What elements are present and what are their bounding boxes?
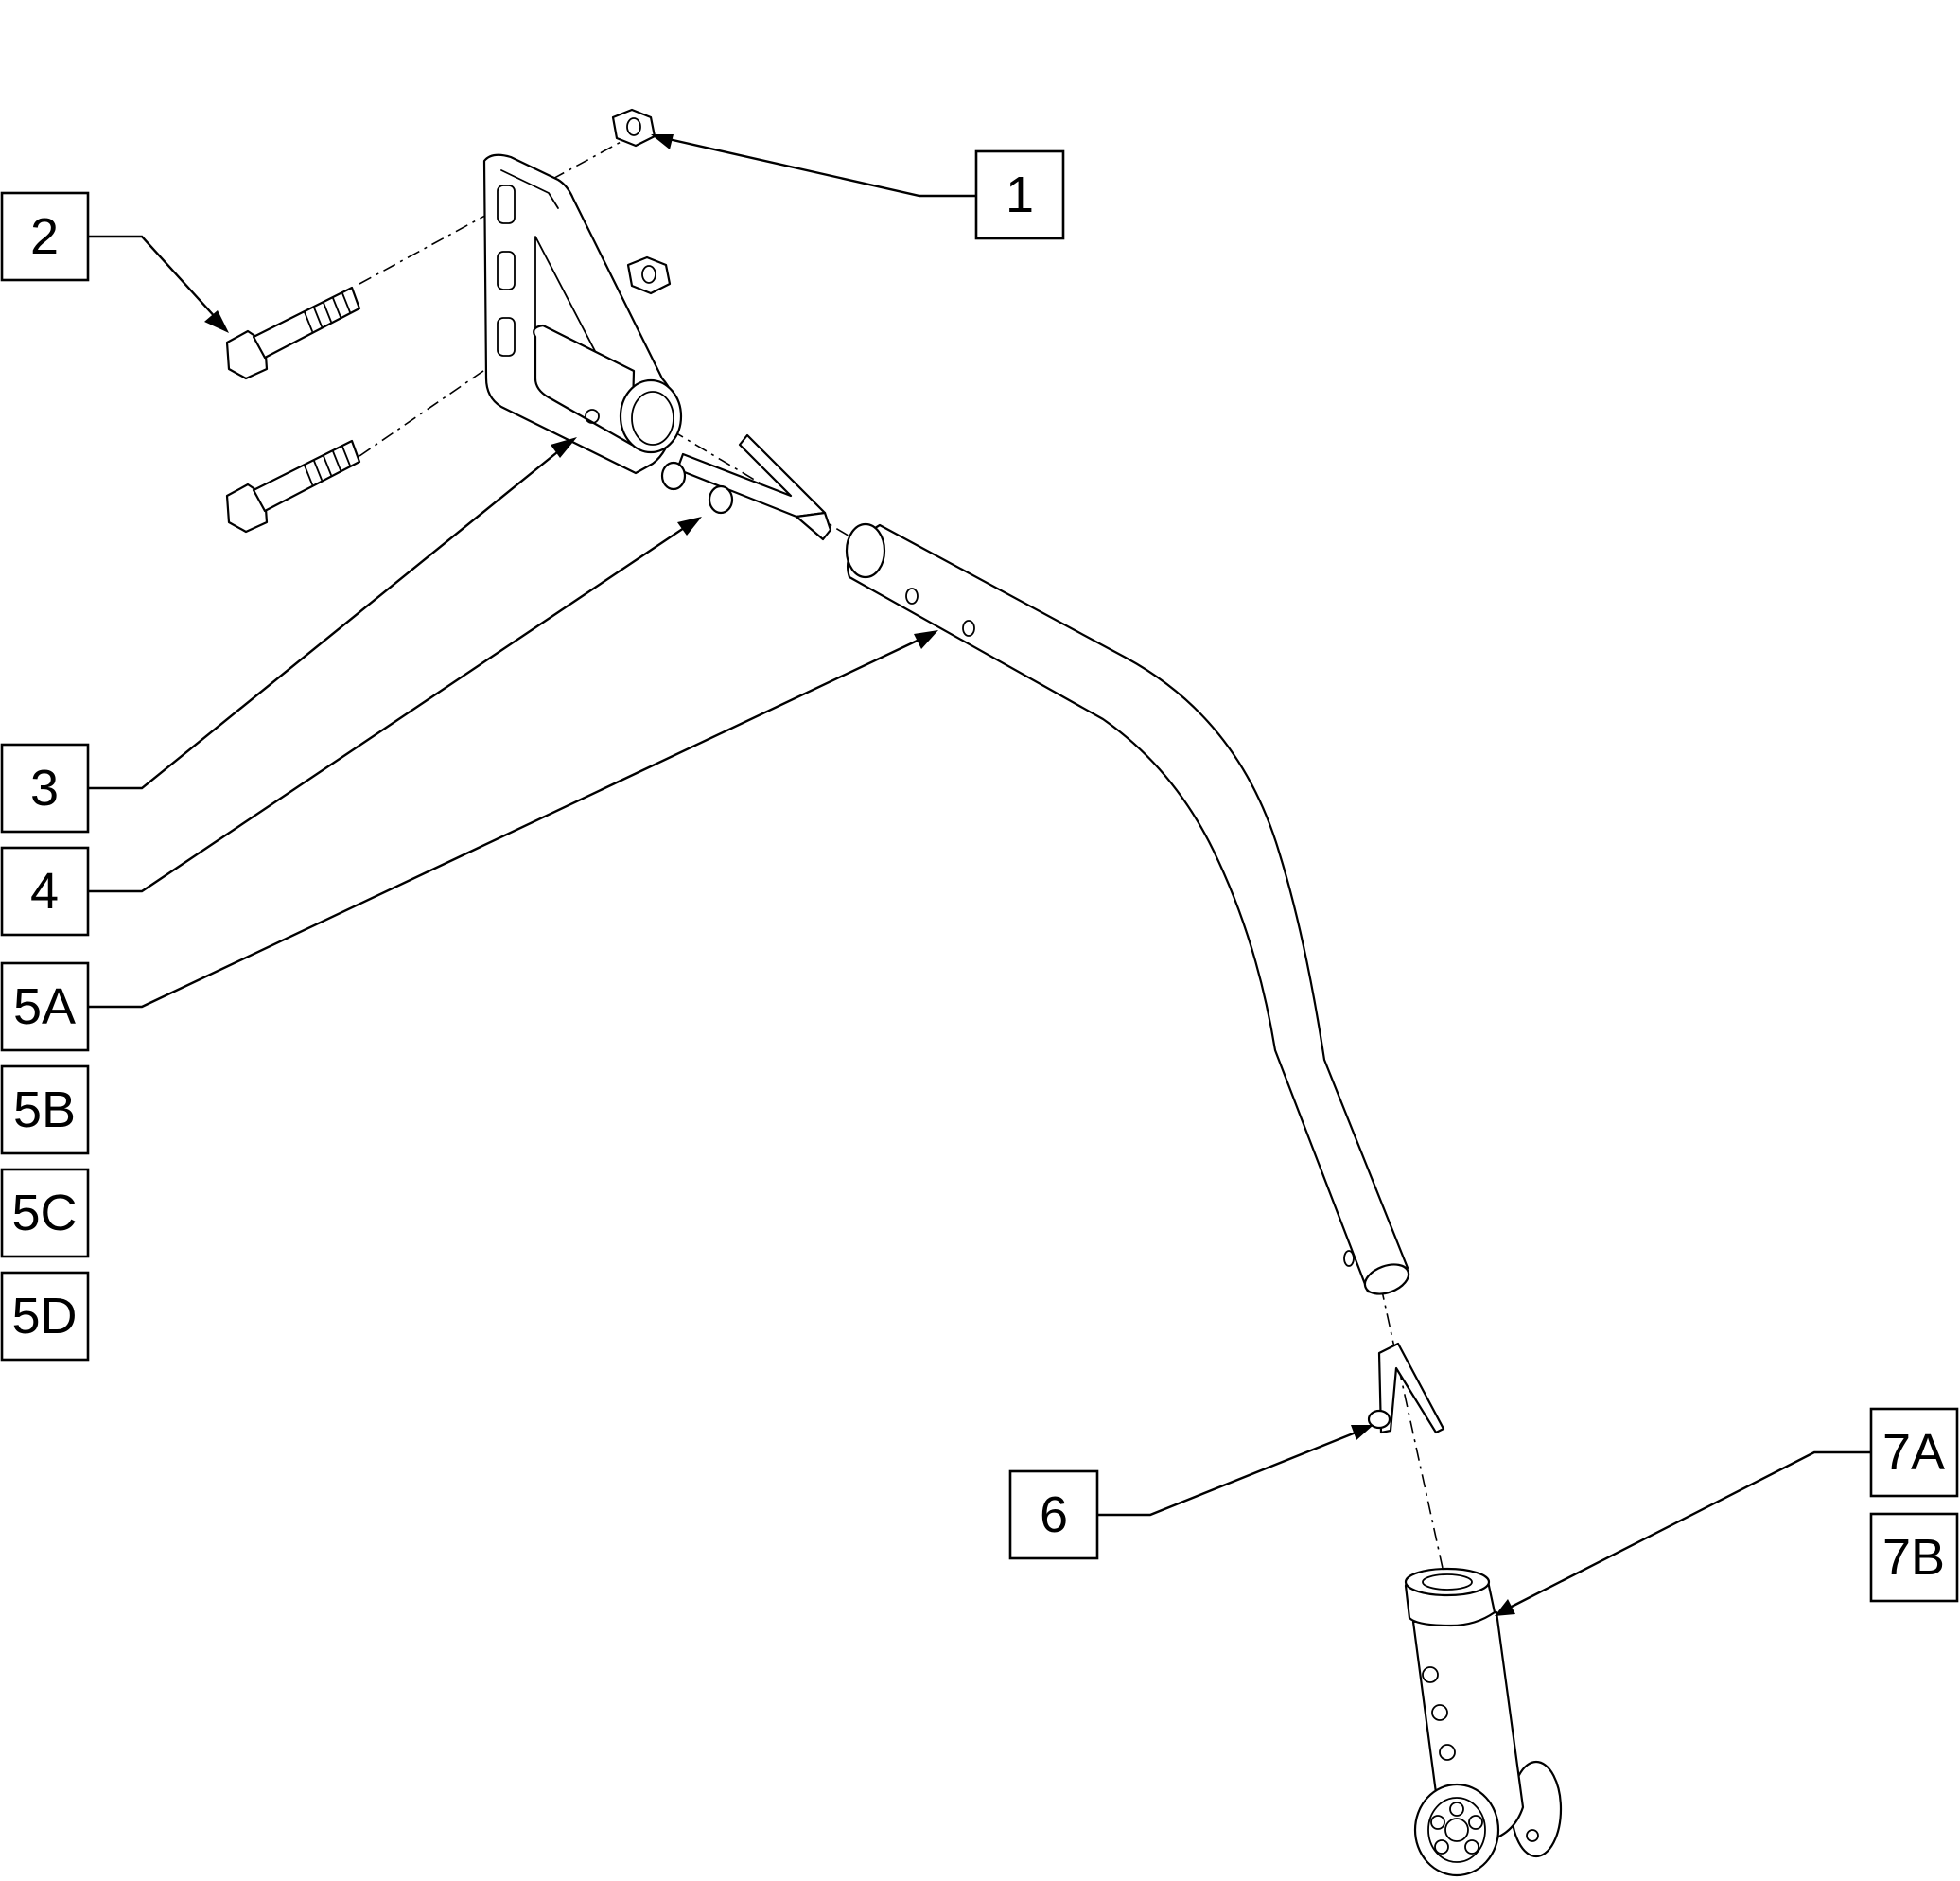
callout-1-label: 1 [1006, 167, 1034, 223]
callout-5c-label: 5C [11, 1185, 77, 1241]
release-lever-lower [1367, 1342, 1445, 1434]
mounting-bracket [482, 153, 683, 475]
callout-2-label: 2 [30, 208, 59, 265]
hex-nut-lower [626, 255, 672, 295]
callout-5d: 5D [0, 1271, 90, 1362]
callout-5c: 5C [0, 1168, 90, 1258]
hex-bolt-lower [225, 439, 361, 534]
callout-5a: 5A [0, 961, 90, 1052]
callout-5b: 5B [0, 1064, 90, 1155]
curved-leg-tube [845, 522, 1410, 1295]
callout-7b: 7B [1869, 1512, 1959, 1603]
arrowhead-6 [1351, 1425, 1374, 1440]
callout-5d-label: 5D [11, 1288, 77, 1345]
callout-6-label: 6 [1040, 1486, 1068, 1543]
arrowhead-4 [677, 517, 702, 536]
callout-6: 6 [1008, 1469, 1099, 1560]
callout-4-label: 4 [30, 863, 59, 920]
arrowhead-7a [1495, 1599, 1515, 1616]
callout-5a-label: 5A [13, 978, 76, 1035]
callout-7b-label: 7B [1882, 1529, 1945, 1586]
leader-3 [88, 448, 563, 790]
callout-1: 1 [974, 149, 1065, 240]
callout-3-label: 3 [30, 760, 59, 817]
release-lever-upper [660, 433, 832, 541]
arrowhead-1 [651, 134, 674, 149]
leader-6 [1097, 1429, 1361, 1517]
callout-5b-label: 5B [13, 1081, 76, 1138]
callout-4: 4 [0, 846, 90, 937]
leader-7a [1507, 1450, 1871, 1610]
arrowhead-5a [914, 630, 938, 649]
leader-4 [88, 525, 688, 893]
leader-lines [88, 134, 1871, 1616]
arrowhead-3 [551, 437, 577, 458]
callout-3: 3 [0, 743, 90, 834]
hex-nut-upper [611, 108, 656, 148]
leader-1 [659, 135, 976, 198]
arrowhead-2 [204, 310, 229, 333]
caster-assembly [1404, 1567, 1563, 1877]
leader-2 [88, 235, 219, 321]
callout-2: 2 [0, 191, 90, 282]
leader-5a [88, 636, 924, 1009]
hex-bolt-upper [225, 286, 361, 380]
callout-7a-label: 7A [1882, 1424, 1945, 1481]
callout-7a: 7A [1869, 1407, 1959, 1498]
